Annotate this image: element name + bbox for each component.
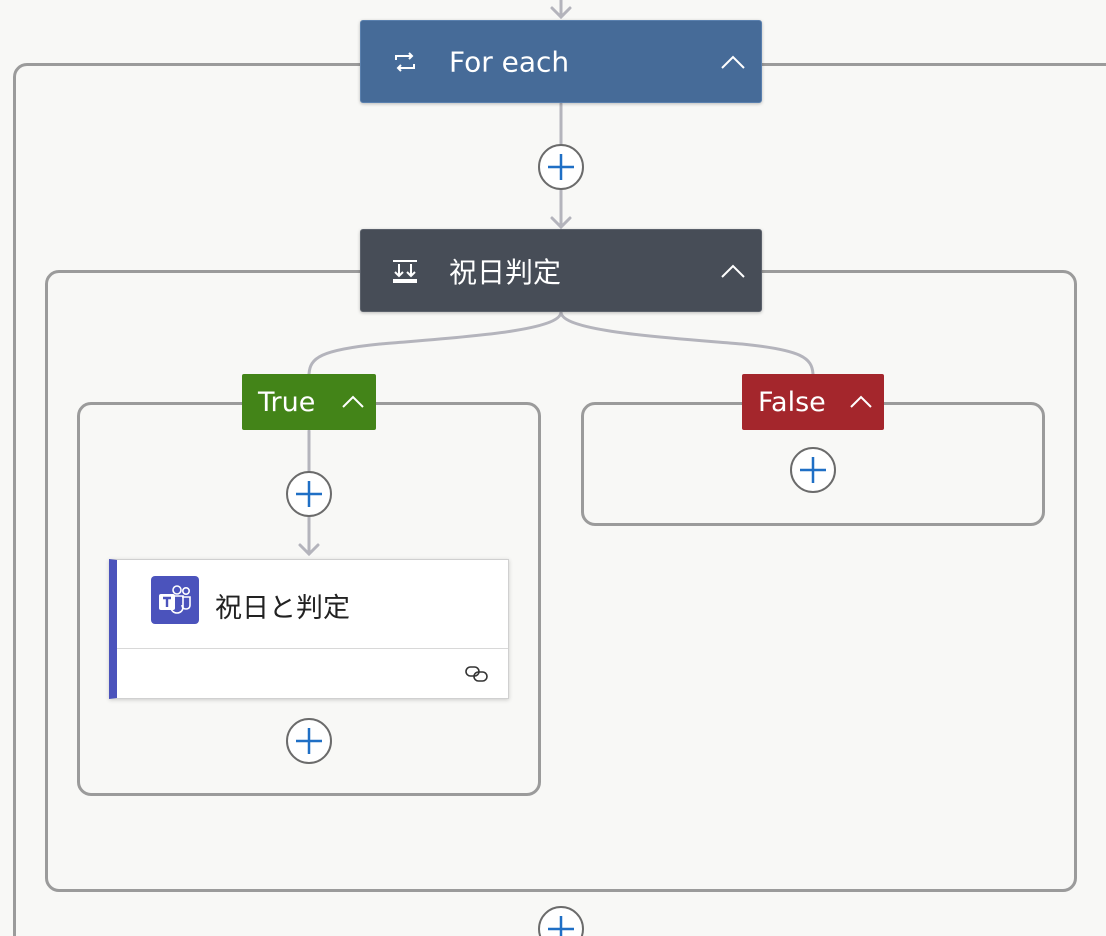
- false-branch-tag[interactable]: False: [742, 374, 884, 430]
- true-branch-label: True: [258, 386, 316, 418]
- plus-icon: [296, 481, 322, 507]
- condition-title: 祝日判定: [449, 255, 562, 289]
- arrowhead-action: [298, 543, 320, 557]
- true-branch-tag[interactable]: True: [242, 374, 376, 430]
- plus-icon: [296, 728, 322, 754]
- add-step-button[interactable]: [538, 144, 584, 190]
- arrowhead-condition: [550, 216, 572, 230]
- condition-card-header[interactable]: 祝日判定: [360, 229, 762, 312]
- action-title: 祝日と判定: [215, 593, 350, 624]
- chevron-up-icon[interactable]: [340, 389, 366, 415]
- plus-icon: [548, 154, 574, 180]
- chevron-up-icon[interactable]: [848, 389, 874, 415]
- true-add-step-button-bottom[interactable]: [286, 718, 332, 764]
- loop-icon: [391, 48, 419, 76]
- teams-icon: [151, 576, 199, 624]
- chevron-up-icon[interactable]: [719, 48, 747, 76]
- link-icon: [464, 664, 490, 684]
- false-add-step-button[interactable]: [790, 447, 836, 493]
- teams-action-card[interactable]: 祝日と判定: [109, 559, 509, 699]
- foreach-title: For each: [449, 45, 570, 78]
- connector-split-false: [559, 310, 815, 376]
- false-branch-label: False: [758, 386, 826, 418]
- connector-split-true: [307, 310, 563, 376]
- condition-icon: [391, 257, 419, 285]
- plus-icon: [548, 916, 574, 936]
- foreach-add-step-button[interactable]: [538, 906, 584, 936]
- plus-icon: [800, 457, 826, 483]
- action-card-header[interactable]: 祝日と判定: [117, 560, 508, 649]
- foreach-card-header[interactable]: For each: [360, 20, 762, 103]
- arrowhead-top: [550, 6, 572, 20]
- true-add-step-button[interactable]: [286, 471, 332, 517]
- chevron-up-icon[interactable]: [719, 257, 747, 285]
